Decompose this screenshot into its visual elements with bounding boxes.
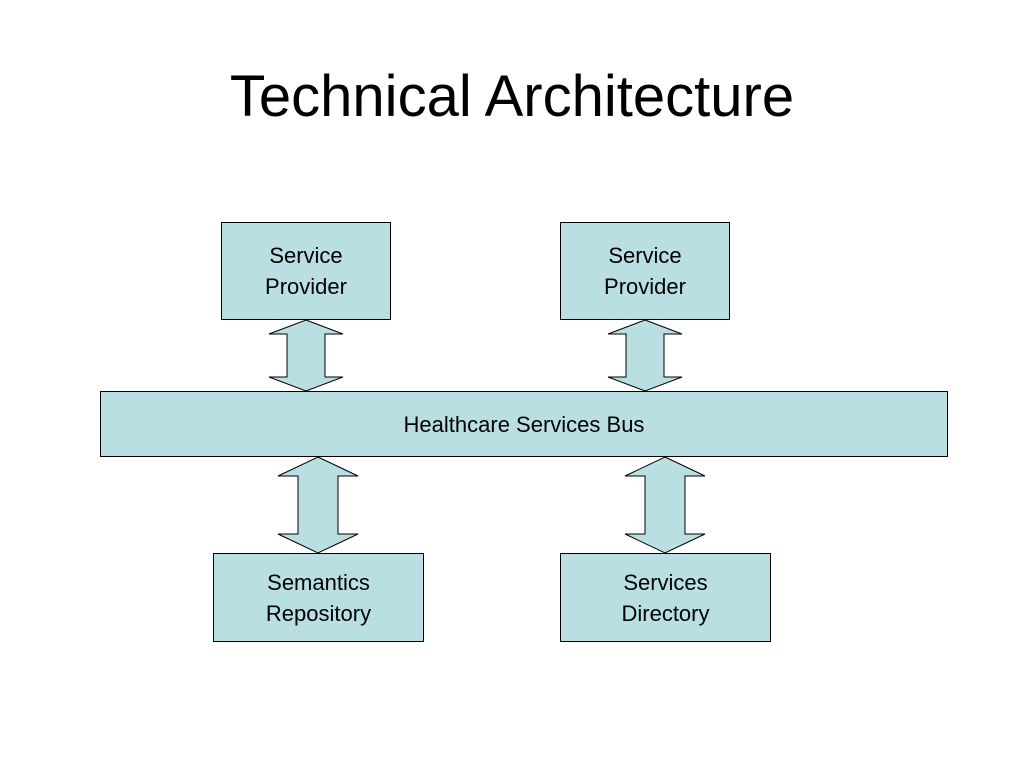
semantics-repository-box: Semantics Repository <box>213 553 424 642</box>
slide-title: Technical Architecture <box>229 64 795 129</box>
service-provider-right-line1: Service <box>608 243 682 268</box>
arrow-bus-semantics-repository <box>277 456 359 554</box>
arrow-provider-left-bus <box>268 319 344 392</box>
services-directory-line2: Directory <box>621 600 710 626</box>
healthcare-services-bus-box: Healthcare Services Bus <box>100 391 948 457</box>
service-provider-right-box: Service Provider <box>560 222 730 320</box>
services-directory-line1: Services <box>623 569 708 595</box>
services-directory-box: Services Directory <box>560 553 771 642</box>
semantics-repository-line1: Semantics <box>267 569 370 595</box>
arrow-bus-services-directory <box>624 456 706 554</box>
service-provider-left-line1: Service <box>269 243 343 268</box>
semantics-repository-line2: Repository <box>265 600 372 626</box>
service-provider-left-box: Service Provider <box>221 222 391 320</box>
service-provider-left-line2: Provider <box>265 274 347 299</box>
healthcare-services-bus-label: Healthcare Services Bus <box>403 411 645 437</box>
arrow-provider-right-bus <box>607 319 683 392</box>
service-provider-right-line2: Provider <box>604 274 686 299</box>
